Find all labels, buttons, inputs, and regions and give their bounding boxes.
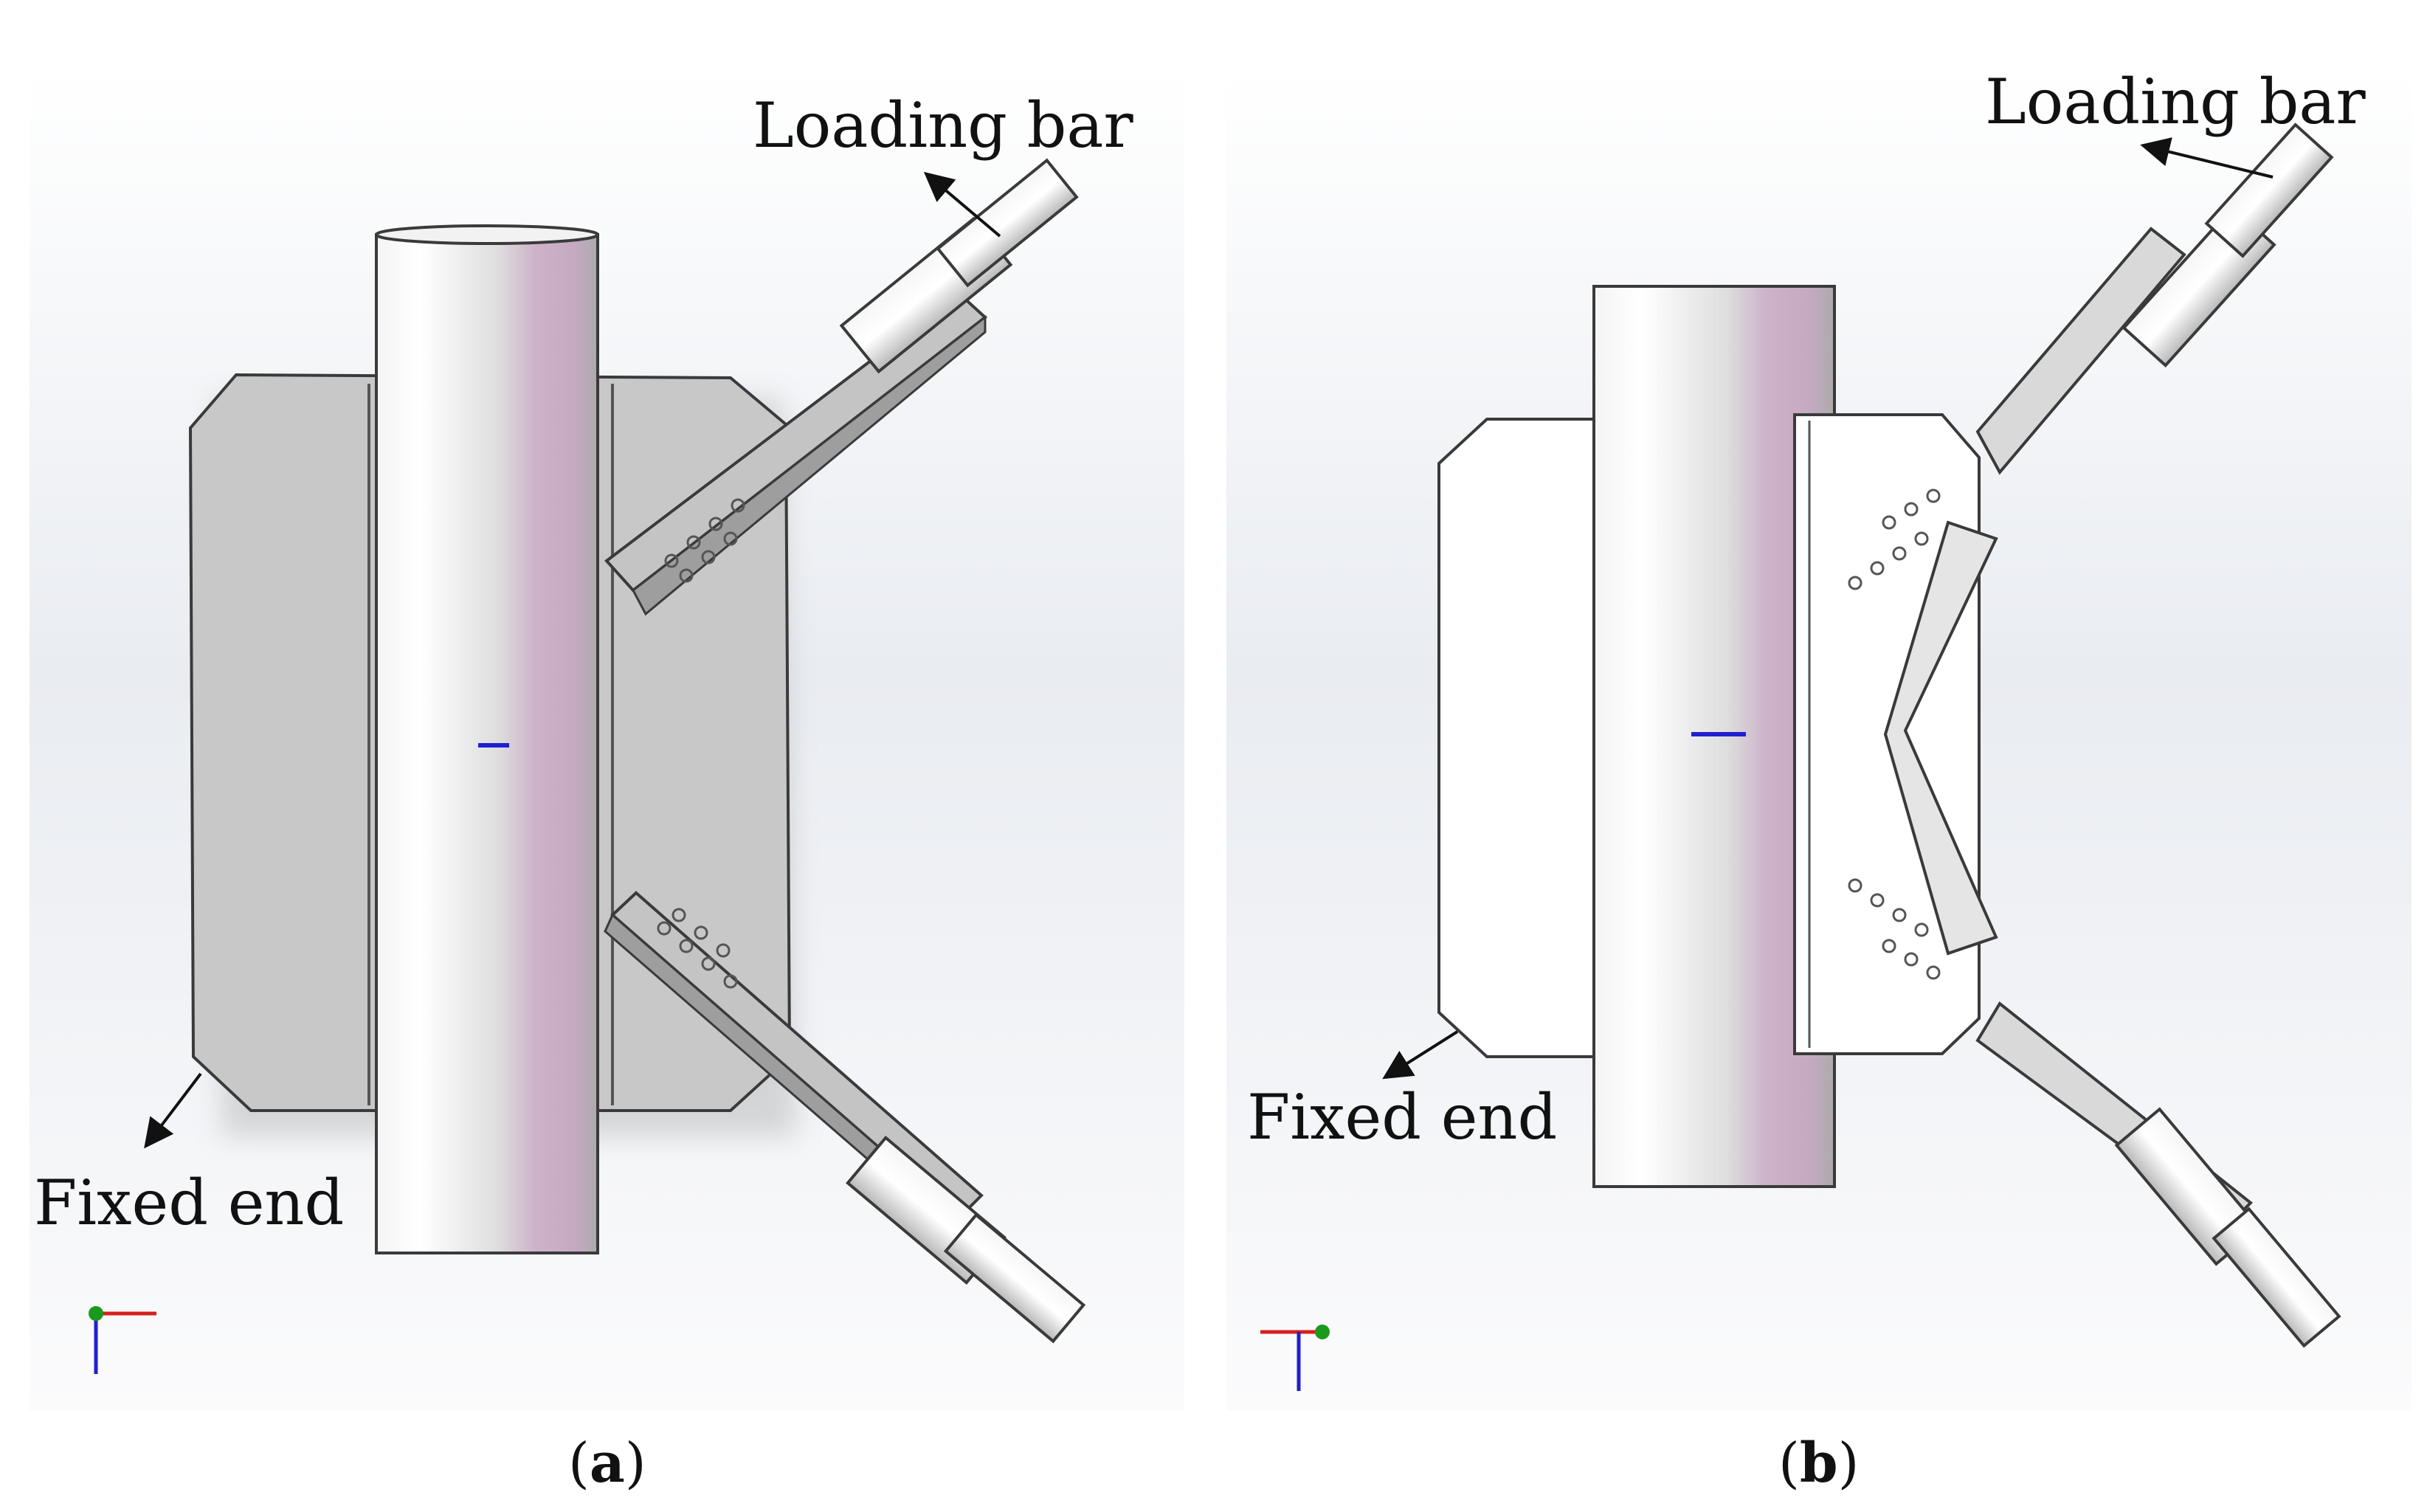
panel-b-loading-bar-arrow bbox=[2140, 137, 2274, 179]
panel-a-lower-brace bbox=[604, 891, 1086, 1344]
panel-a-upper-brace bbox=[604, 158, 1079, 616]
panel-b-caption: (b) bbox=[1778, 1432, 1860, 1495]
panel-b-buckled-brace bbox=[1883, 520, 1998, 956]
panel-a-fixed-end-label: Fixed end bbox=[34, 1167, 345, 1239]
panel-b-caption-letter: b bbox=[1799, 1432, 1838, 1495]
panel-b-fixed-end-label: Fixed end bbox=[1247, 1081, 1558, 1153]
panel-a-loading-bar-label: Loading bar bbox=[753, 89, 1133, 162]
panel-a-caption: (a) bbox=[568, 1432, 646, 1495]
panel-b-fixed-end-arrow bbox=[1382, 1030, 1459, 1080]
panel-a-tube-top bbox=[375, 224, 599, 245]
panel-b bbox=[1226, 71, 2412, 1410]
panel-a-fixed-end-arrow bbox=[144, 1072, 202, 1149]
panel-a-axis-triad-icon bbox=[89, 1306, 156, 1374]
panel-b-loading-bar-label: Loading bar bbox=[1985, 66, 2366, 138]
panel-b-upper-brace bbox=[1848, 122, 2334, 590]
panel-b-axis-triad-icon bbox=[1260, 1325, 1330, 1391]
panel-a bbox=[30, 71, 1184, 1410]
panel-b-lower-brace bbox=[1848, 878, 2341, 1348]
panel-a-loading-bar-arrow bbox=[923, 171, 1001, 238]
panel-a-caption-letter: a bbox=[589, 1432, 625, 1495]
